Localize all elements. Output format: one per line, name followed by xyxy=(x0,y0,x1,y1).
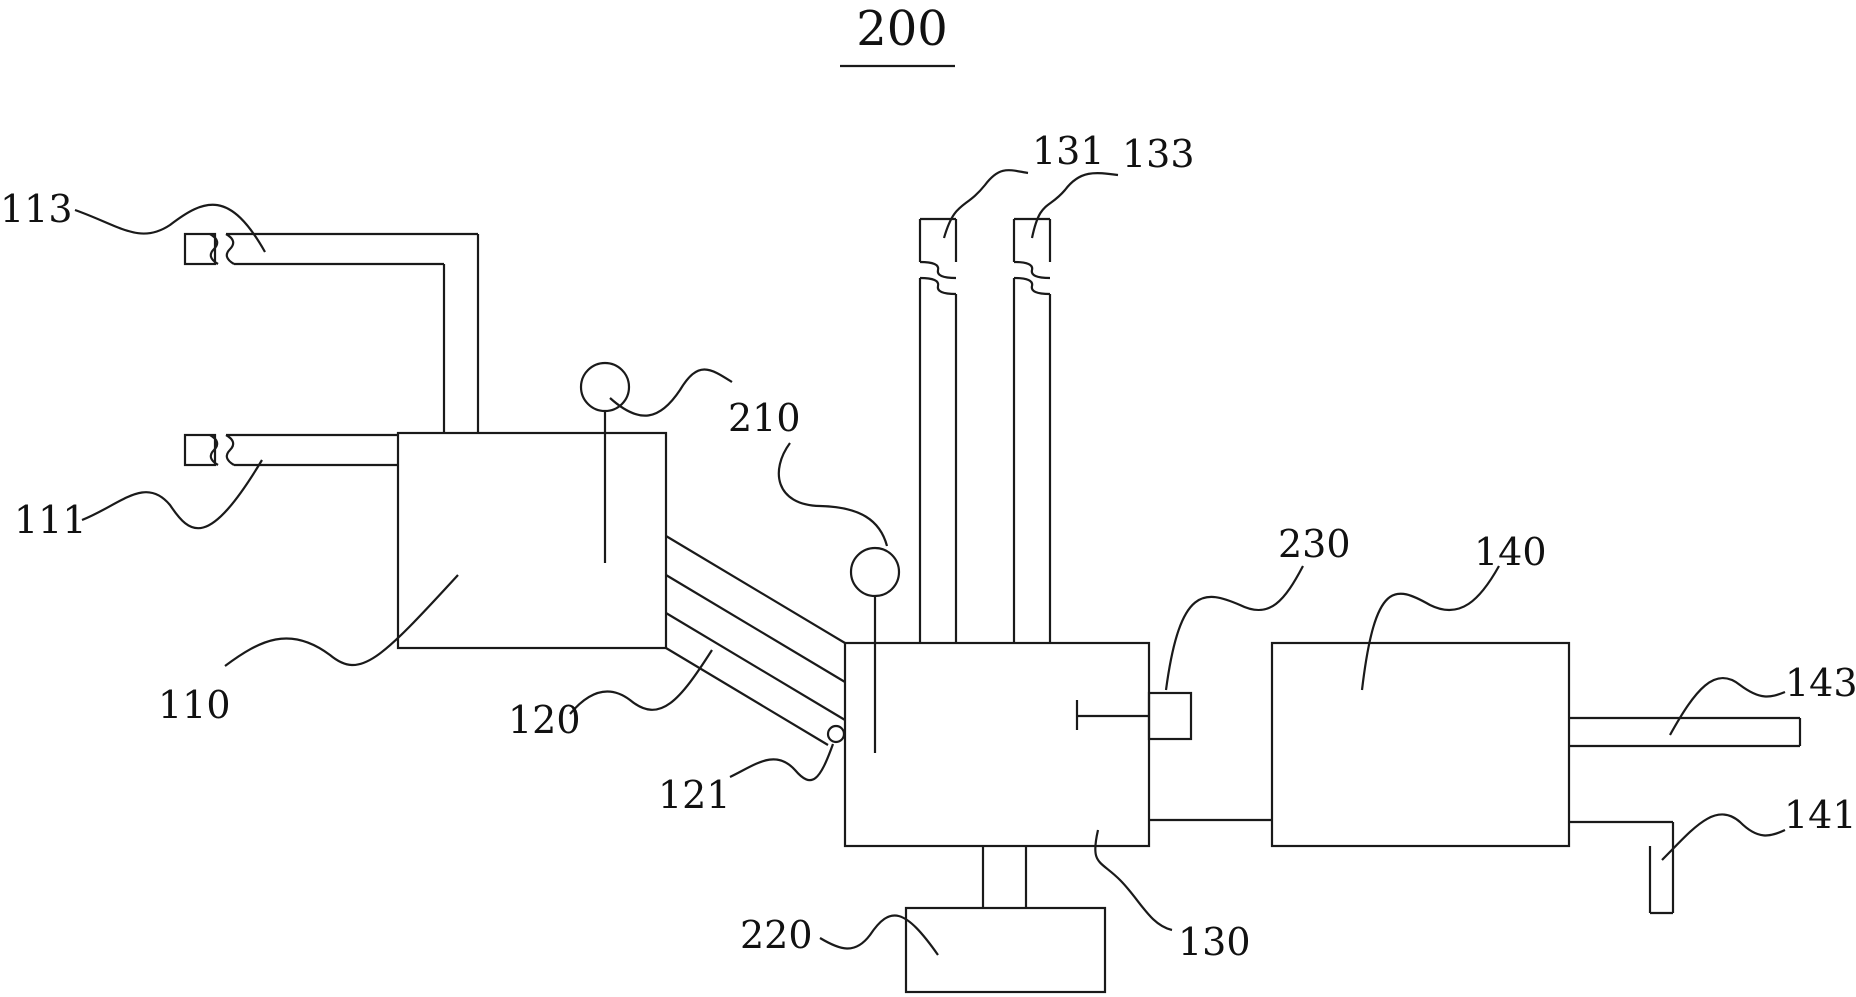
label-121: 121 xyxy=(658,773,731,817)
pipe-111 xyxy=(183,433,398,467)
pipe-133 xyxy=(1012,217,1052,643)
leader-111 xyxy=(81,459,263,530)
leader-210-lower xyxy=(777,442,889,547)
leader-110 xyxy=(224,574,459,667)
label-210-upper: 210 xyxy=(728,396,801,440)
leader-140 xyxy=(1360,565,1500,691)
pipe-131-break-upper xyxy=(919,260,957,280)
label-110: 110 xyxy=(158,683,231,727)
sensor-210-upper xyxy=(579,361,631,413)
pipe-133-break-lower xyxy=(1013,276,1051,296)
label-120: 120 xyxy=(508,698,581,742)
leader-130 xyxy=(1094,829,1173,932)
label-133: 133 xyxy=(1122,132,1195,176)
tank-140 xyxy=(1270,641,1571,848)
channel-120-line-1 xyxy=(665,535,846,644)
label-140: 140 xyxy=(1474,530,1547,574)
leader-210-upper xyxy=(609,368,733,417)
label-131: 131 xyxy=(1032,129,1105,173)
pipe-131 xyxy=(918,217,958,643)
label-113: 113 xyxy=(0,187,73,231)
pipe-141 xyxy=(1569,820,1675,915)
valve-121 xyxy=(826,724,846,744)
label-111: 111 xyxy=(14,498,87,542)
leader-230 xyxy=(1164,565,1304,691)
figure-title: 200 xyxy=(856,1,948,57)
pipe-133-break-upper xyxy=(1013,260,1051,280)
heater-230 xyxy=(1147,691,1193,741)
leader-121 xyxy=(729,743,835,782)
pipe-113 xyxy=(183,232,480,433)
tank-130 xyxy=(843,641,1151,848)
channel-120 xyxy=(665,535,846,746)
pipe-111-break-b xyxy=(225,434,235,466)
pipe-113-break-a xyxy=(209,233,219,265)
label-143: 143 xyxy=(1785,661,1856,705)
sensor-210-lower xyxy=(849,546,901,598)
channel-120-line-2 xyxy=(665,574,846,683)
channel-120-line-4 xyxy=(665,647,829,746)
leader-131 xyxy=(942,169,1029,239)
tank-110 xyxy=(396,431,668,650)
leader-133 xyxy=(1030,172,1119,239)
channel-120-line-3 xyxy=(665,612,846,721)
leader-141 xyxy=(1661,813,1786,861)
pipe-111-break-a xyxy=(209,434,219,466)
leader-113 xyxy=(74,203,266,253)
label-141: 141 xyxy=(1784,793,1856,837)
leader-220 xyxy=(819,914,939,956)
pipe-113-break-b xyxy=(225,233,235,265)
pipe-113-cap xyxy=(183,232,217,266)
leader-120 xyxy=(569,649,713,715)
leader-143 xyxy=(1669,677,1786,736)
pipe-131-break-lower xyxy=(919,276,957,296)
label-220: 220 xyxy=(740,913,813,957)
pipe-143 xyxy=(1569,716,1802,748)
pipe-111-cap xyxy=(183,433,217,467)
label-130: 130 xyxy=(1178,920,1251,964)
label-230: 230 xyxy=(1278,522,1351,566)
pump-220 xyxy=(904,906,1107,994)
